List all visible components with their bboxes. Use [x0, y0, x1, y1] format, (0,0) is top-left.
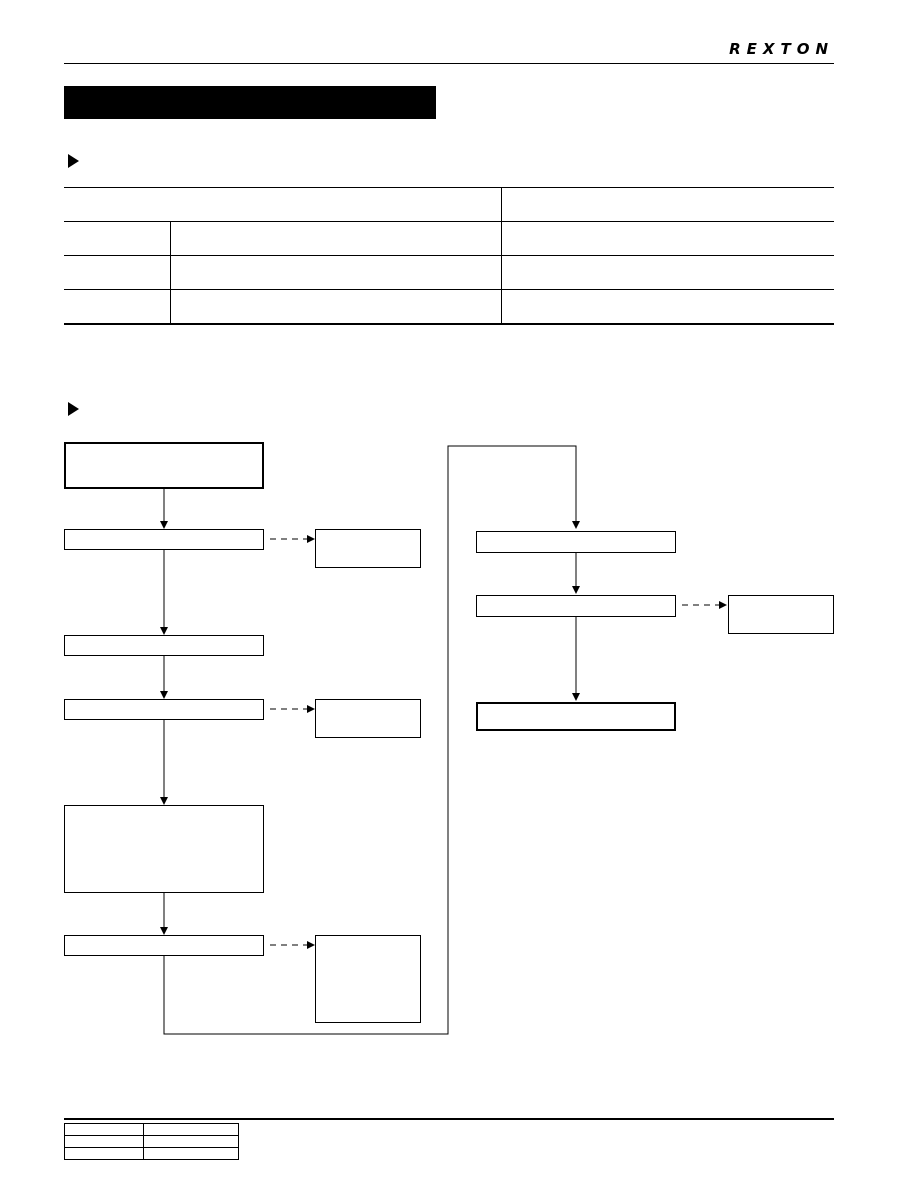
flow-step-box	[64, 529, 264, 550]
section-marker-icon	[68, 154, 79, 168]
table-top-rule	[64, 187, 834, 188]
flow-side-box	[315, 935, 421, 1023]
flow-step-box	[64, 635, 264, 656]
flow-step-box	[476, 531, 676, 553]
table-bottom-rule	[64, 323, 834, 325]
table-col-divider	[501, 187, 502, 324]
brand-logo: REXTON	[729, 40, 834, 58]
flow-side-box	[315, 699, 421, 738]
flow-end-box	[476, 702, 676, 731]
footer-info-cell	[143, 1147, 239, 1160]
flow-step-box	[64, 935, 264, 956]
flow-step-box	[476, 595, 676, 617]
footer-rule	[64, 1118, 834, 1120]
table-header-rule	[64, 221, 834, 222]
flow-step-box-large	[64, 805, 264, 893]
flow-side-box	[728, 595, 834, 634]
flow-start-box	[64, 442, 264, 489]
flow-side-box	[315, 529, 421, 568]
footer-info-cell	[64, 1147, 144, 1160]
section-title-bar	[64, 86, 436, 119]
table-col-divider	[170, 221, 171, 324]
header-rule	[64, 63, 834, 64]
table-row-rule	[64, 255, 834, 256]
section-marker-icon	[68, 402, 79, 416]
flow-step-box	[64, 699, 264, 720]
table-row-rule	[64, 289, 834, 290]
